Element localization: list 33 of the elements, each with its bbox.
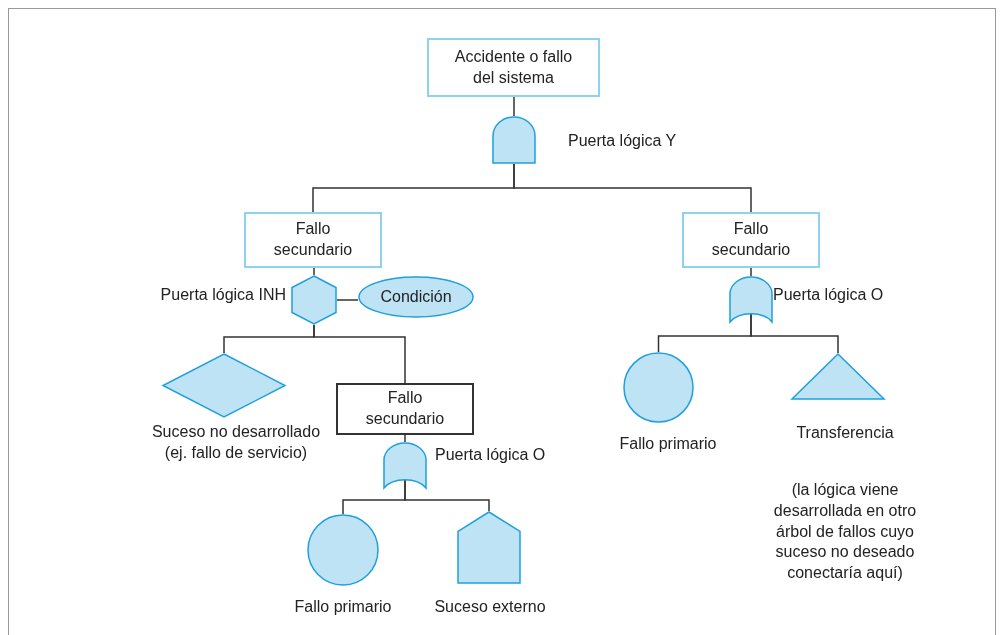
- connector-line: [313, 324, 406, 384]
- connector-line: [336, 299, 359, 301]
- gate-label: Puerta lógica INH: [159, 285, 286, 305]
- event-box: Accidente o fallo del sistema: [427, 38, 600, 97]
- transfer-triangle: [791, 353, 885, 400]
- basic-event-circle: [307, 514, 379, 586]
- inhibit-gate-symbol: [291, 275, 337, 325]
- gate-label: Puerta lógica Y: [568, 131, 678, 151]
- gate-label: Puerta lógica O: [773, 285, 885, 305]
- connector-line: [750, 313, 839, 354]
- condition-ellipse: Condición: [358, 276, 474, 318]
- undeveloped-event-diamond: [162, 353, 286, 418]
- event-box: Fallo secundario: [336, 383, 474, 435]
- event-label: Suceso externo: [433, 597, 547, 617]
- event-label: Transferencia: [795, 423, 895, 443]
- event-label: Fallo primario: [293, 597, 393, 617]
- gate-label: Puerta lógica O: [435, 445, 547, 465]
- connector-line: [750, 267, 752, 277]
- connector-line: [404, 434, 406, 443]
- connector-line: [513, 96, 515, 117]
- basic-event-circle: [623, 352, 694, 423]
- note-text: (la lógica viene desarrollada en otro árbol de fallos cuyo suceso no deseado conectaría aquí): [772, 480, 918, 584]
- connector-line: [513, 163, 752, 213]
- and-gate-symbol: [492, 116, 536, 164]
- or-gate-symbol: [383, 442, 427, 489]
- external-event-symbol: [457, 511, 521, 584]
- connector-line: [313, 267, 315, 276]
- event-label: Fallo primario: [618, 434, 718, 454]
- or-gate-symbol: [729, 276, 773, 323]
- connector-line: [404, 479, 490, 512]
- event-label: Suceso no desarrollado (ej. fallo de servicio): [150, 422, 322, 463]
- event-box: Fallo secundario: [244, 212, 382, 268]
- event-box: Fallo secundario: [682, 212, 820, 268]
